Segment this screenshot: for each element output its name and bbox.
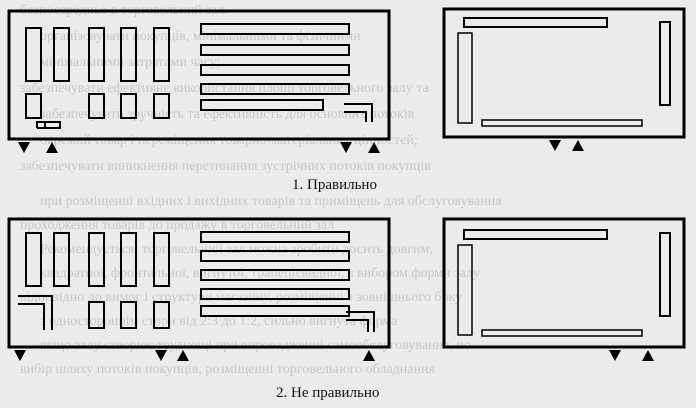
hall-outline [7, 217, 391, 349]
horizontal-shelf [200, 64, 350, 76]
horizontal-shelf [200, 250, 350, 262]
background-text-line: вибір шляху потоків покупців, розміщенні… [20, 362, 435, 377]
entry-arrow-up-icon [177, 350, 189, 361]
caption-correct: 1. Правильно [292, 177, 377, 193]
checkout-counter-left [18, 295, 53, 330]
background-text-line: Рекомендується: торговельний зал можна з… [40, 242, 433, 257]
entry-arrow-up-icon [572, 140, 584, 151]
background-text-line: проходження товарів до продажу в торгове… [20, 218, 334, 233]
wall-shelf-top [463, 229, 608, 240]
entry-arrow-up-icon [642, 350, 654, 361]
vertical-shelf [53, 232, 70, 287]
entry-arrow-up-icon [46, 142, 58, 153]
vertical-shelf [120, 27, 137, 82]
checkout-counter-right [344, 103, 373, 122]
background-text-line: мінімальними затратами часу; [40, 55, 220, 70]
correct-layout-small-hall [442, 7, 686, 151]
wall-shelf-top [463, 17, 608, 28]
vertical-shelf-group [25, 27, 170, 119]
horizontal-shelf [200, 44, 350, 56]
short-vertical-shelf [153, 93, 170, 119]
checkout-counter-left [36, 121, 61, 129]
wall-shelf-right [659, 21, 671, 106]
horizontal-shelf [200, 23, 350, 35]
vertical-shelf [88, 27, 105, 82]
flow-arrows-row2 [14, 350, 375, 361]
incorrect-layout-large-hall [7, 217, 391, 361]
background-text-line: забезпечувати виникнення перетинання зус… [20, 159, 431, 174]
vertical-shelf [153, 232, 170, 287]
short-vertical-shelf [88, 301, 105, 329]
exit-arrow-down-icon [18, 142, 30, 153]
horizontal-shelf [200, 231, 350, 243]
horizontal-shelf [200, 99, 324, 111]
flow-arrows-row1 [18, 142, 380, 153]
background-text-line: квадратної, фронтальної, вигнутої, трапе… [40, 266, 480, 281]
short-vertical-shelf [88, 93, 105, 119]
short-vertical-shelf [120, 301, 137, 329]
flow-arrows-row1-small [549, 140, 584, 151]
wall-shelf-bottom [481, 329, 643, 337]
exit-arrow-down-icon [14, 350, 26, 361]
vertical-shelf [25, 232, 42, 287]
entry-arrow-up-icon [363, 350, 375, 361]
horizontal-shelf-group [200, 23, 350, 111]
correct-layout-large-hall [7, 9, 391, 153]
wall-shelf-left [457, 32, 473, 124]
horizontal-shelf [200, 305, 350, 317]
horizontal-shelf [200, 83, 350, 95]
hall-outline [7, 9, 391, 141]
hall-outline [442, 217, 686, 349]
exit-arrow-down-icon [549, 140, 561, 151]
vertical-shelf-group [25, 232, 170, 329]
exit-arrow-down-icon [155, 350, 167, 361]
vertical-shelf [53, 27, 70, 82]
background-text-line: з одностороннім стори від 2:3 до 1:2, си… [40, 314, 398, 329]
vertical-shelf [120, 232, 137, 287]
checkout-counter-right [346, 311, 375, 332]
vertical-shelf [153, 27, 170, 82]
short-vertical-shelf [25, 93, 42, 119]
entry-arrow-up-icon [368, 142, 380, 153]
wall-shelf-bottom [481, 119, 643, 127]
wall-shelf-left [457, 244, 473, 336]
background-text-line: при розміщенні вхідних і вихідних товарі… [40, 194, 502, 209]
incorrect-layout-small-hall [442, 217, 686, 361]
caption-incorrect: 2. Не правильно [276, 385, 380, 401]
short-vertical-shelf [153, 301, 170, 329]
flow-arrows-row2-small [609, 350, 654, 361]
exit-arrow-down-icon [609, 350, 621, 361]
short-vertical-shelf [120, 93, 137, 119]
horizontal-shelf-group [200, 231, 350, 317]
vertical-shelf [25, 27, 42, 82]
vertical-shelf [88, 232, 105, 287]
horizontal-shelf [200, 288, 350, 300]
hall-outline [442, 7, 686, 139]
wall-shelf-right [659, 232, 671, 317]
horizontal-shelf [200, 269, 350, 281]
exit-arrow-down-icon [340, 142, 352, 153]
